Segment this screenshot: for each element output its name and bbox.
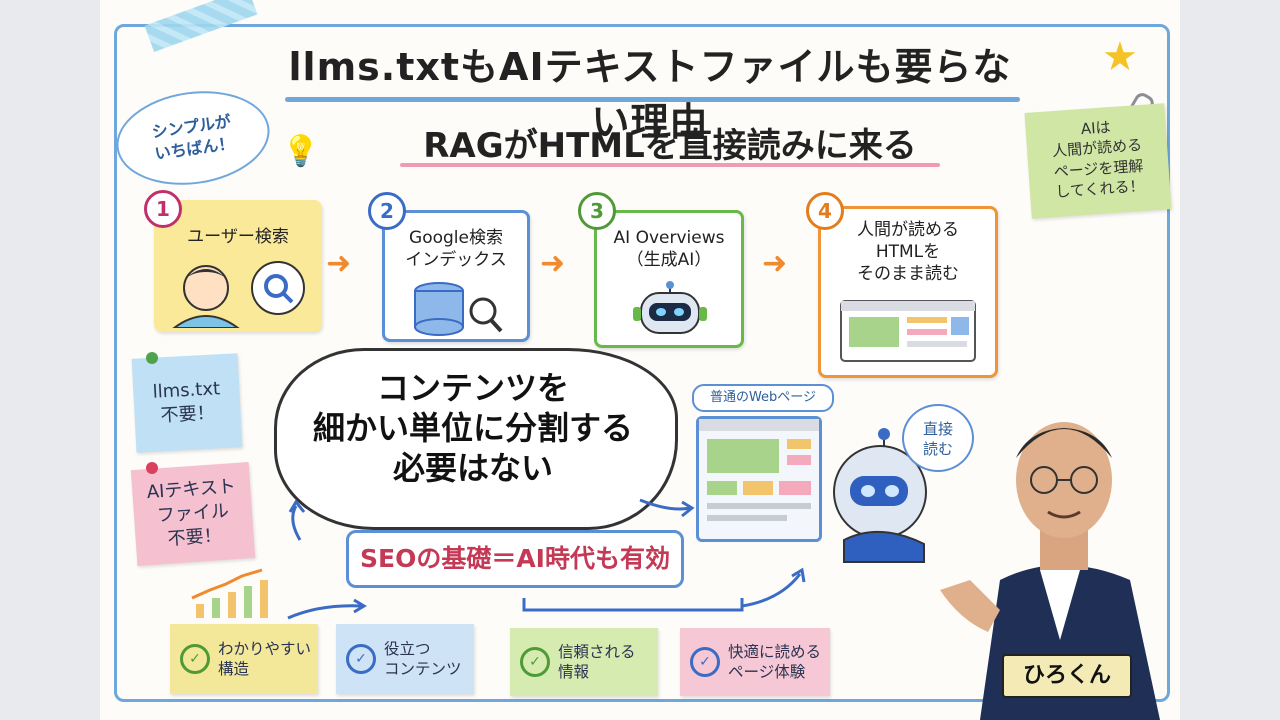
star-icon: ★ (1102, 34, 1138, 80)
page-title: llms.txtもAIテキストファイルも要らない理由 (288, 45, 1012, 144)
browser-icon (840, 300, 976, 362)
pin-icon (146, 352, 158, 364)
check-card-text: 信頼される 情報 (558, 642, 636, 681)
arrow-right-icon: ➜ (540, 246, 566, 281)
page-subtitle: RAGがHTMLを直接読みに来る (423, 126, 917, 166)
read-directly-bubble: 直接 読む (902, 404, 974, 472)
step-ai-overviews: AI Overviews （生成AI） (594, 210, 744, 348)
step-4-label: 人間が読める HTMLを そのまま読む (857, 220, 959, 285)
simple-best-text: シンプルが いちばん！ (150, 112, 236, 164)
step-user-search: ユーザー検索 (154, 200, 322, 332)
arrow-right-icon: ➜ (762, 246, 788, 281)
subtitle-underline (400, 163, 940, 167)
read-directly-text: 直接 読む (922, 420, 953, 458)
check-icon: ✓ (690, 647, 720, 677)
robot-icon (633, 281, 707, 334)
check-card-structure: ✓ わかりやすい 構造 (170, 624, 318, 694)
presenter-name-badge: ひろくん (1002, 654, 1132, 698)
lightbulb-icon: 💡 (282, 134, 320, 169)
ai-text-not-needed-note: AIテキスト ファイル 不要！ (130, 462, 256, 566)
step-read-html: 人間が読める HTMLを そのまま読む (818, 206, 998, 378)
step-1-label: ユーザー検索 (187, 227, 289, 247)
pin-icon (146, 462, 158, 474)
step-4-number: 4 (806, 192, 844, 230)
check-card-trust: ✓ 信頼される 情報 (510, 628, 658, 696)
check-card-text: 快適に読める ページ体験 (728, 642, 822, 681)
seo-basics-box: SEOの基礎＝AI時代も有効 (346, 530, 684, 588)
step-2-number: 2 (368, 192, 406, 230)
robot-reader-icon (833, 428, 927, 563)
step-2-label: Google検索 インデックス (405, 228, 507, 271)
check-card-content: ✓ 役立つ コンテンツ (336, 624, 474, 694)
frame-border (114, 24, 1170, 702)
browser-icon (696, 416, 822, 542)
check-icon: ✓ (346, 644, 376, 674)
step-1-number: 1 (144, 190, 182, 228)
step-google-index: Google検索 インデックス (382, 210, 530, 342)
ai-text-not-needed-text: AIテキスト ファイル 不要！ (146, 475, 237, 550)
web-page-label: 普通のWebページ (692, 384, 834, 412)
llms-not-needed-note: llms.txt 不要！ (131, 353, 243, 453)
right-margin (1180, 0, 1280, 720)
check-icon: ✓ (180, 644, 210, 674)
llms-not-needed-text: llms.txt 不要！ (152, 377, 221, 427)
step-3-label: AI Overviews （生成AI） (613, 228, 725, 271)
person-icon (172, 261, 305, 328)
check-icon: ✓ (520, 647, 550, 677)
title-underline (285, 97, 1020, 102)
main-message-cloud (274, 348, 678, 530)
left-margin (0, 0, 100, 720)
step-3-number: 3 (578, 192, 616, 230)
check-card-text: 役立つ コンテンツ (384, 639, 462, 678)
ai-understands-note: AIは 人間が読める ページを理解 してくれる！ (1024, 103, 1172, 219)
main-message-text: コンテンツを 細かい単位に分割する 必要はない (312, 369, 633, 487)
check-card-text: わかりやすい 構造 (218, 639, 312, 678)
check-card-experience: ✓ 快適に読める ページ体験 (680, 628, 830, 696)
infographic-canvas: llms.txtもAIテキストファイルも要らない理由 RAGがHTMLを直接読み… (100, 0, 1180, 720)
database-icon (414, 282, 503, 336)
ai-understands-text: AIは 人間が読める ページを理解 してくれる！ (1051, 118, 1146, 201)
arrow-right-icon: ➜ (326, 246, 352, 281)
